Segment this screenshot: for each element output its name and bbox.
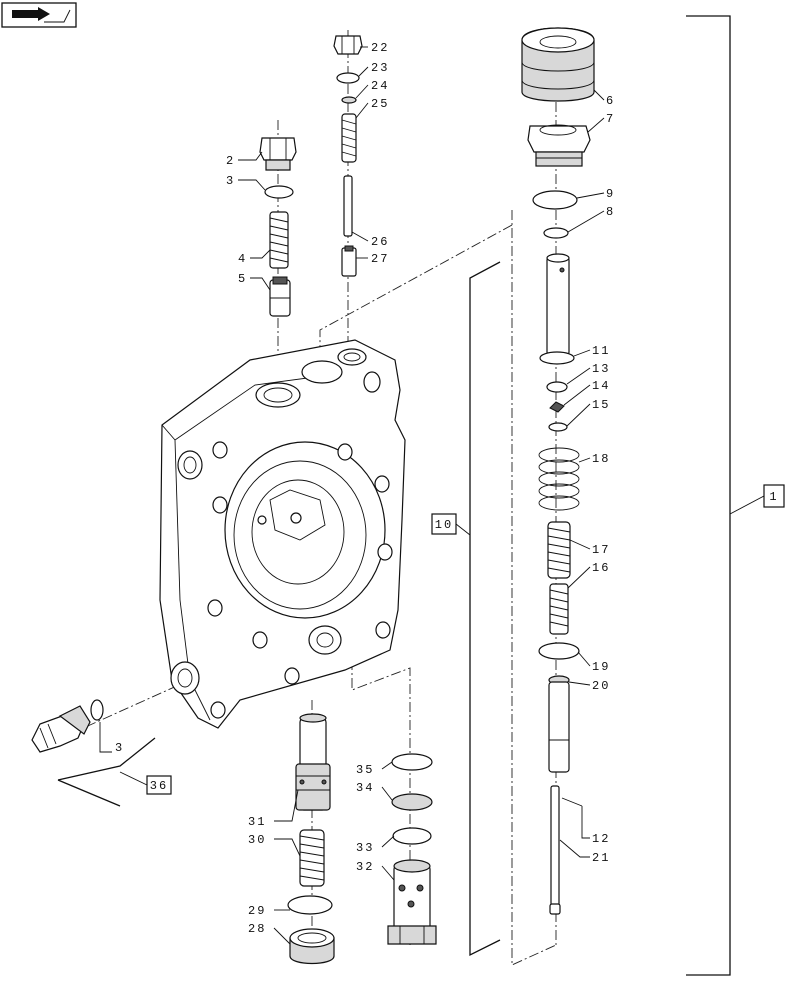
plug-22 bbox=[333, 35, 363, 55]
pin-12 bbox=[561, 797, 583, 807]
assembly-bracket-1 bbox=[686, 15, 765, 976]
callout-c6: 6 bbox=[606, 94, 615, 108]
spring-4 bbox=[269, 211, 289, 269]
callout-c19: 19 bbox=[592, 660, 610, 674]
boxed-callout-b36: 36 bbox=[150, 779, 168, 793]
washer-15 bbox=[548, 422, 568, 432]
o-ring-8 bbox=[543, 227, 569, 239]
sleeve-32 bbox=[387, 859, 437, 945]
boxed-callout-b10: 10 bbox=[435, 518, 453, 532]
callout-c27: 27 bbox=[371, 252, 389, 266]
callout-c31: 31 bbox=[248, 815, 266, 829]
pin-26 bbox=[343, 175, 353, 237]
callout-c30: 30 bbox=[248, 833, 266, 847]
o-ring-3b bbox=[90, 699, 104, 721]
fitting-36 bbox=[31, 705, 91, 753]
callout-c14: 14 bbox=[592, 379, 610, 393]
callout-c16: 16 bbox=[592, 561, 610, 575]
cap-28 bbox=[289, 928, 335, 965]
callout-c34: 34 bbox=[356, 781, 374, 795]
callout-c2: 2 bbox=[226, 154, 235, 168]
o-ring-33 bbox=[392, 827, 432, 845]
spool-31 bbox=[295, 713, 331, 811]
callout-c23: 23 bbox=[371, 61, 389, 75]
ring-34 bbox=[391, 793, 433, 811]
o-ring-3 bbox=[264, 185, 294, 199]
boxed-callout-labels: 1 10 36 bbox=[146, 484, 785, 795]
callout-c3b: 3 bbox=[115, 741, 124, 755]
callout-c9: 9 bbox=[606, 187, 615, 201]
plug-2 bbox=[259, 137, 297, 171]
washer-24 bbox=[341, 96, 357, 104]
seat-27 bbox=[341, 245, 357, 277]
spring-30 bbox=[299, 829, 325, 887]
o-ring-23 bbox=[336, 72, 360, 84]
spring-16 bbox=[549, 583, 569, 635]
callout-c11: 11 bbox=[592, 344, 610, 358]
callout-c15: 15 bbox=[592, 398, 610, 412]
boxed-callout-frame-b1 bbox=[763, 484, 785, 508]
callout-c21: 21 bbox=[592, 851, 610, 865]
callout-c3a: 3 bbox=[226, 174, 235, 188]
callout-c33: 33 bbox=[356, 841, 374, 855]
valve-housing bbox=[159, 339, 406, 729]
boxed-callout-frame-b36 bbox=[146, 775, 172, 795]
callout-c28: 28 bbox=[248, 922, 266, 936]
spring-17 bbox=[547, 521, 571, 579]
ring-13 bbox=[546, 381, 568, 393]
callout-labels: 2345222324252627679811131415181716192012… bbox=[115, 41, 615, 936]
callout-c12: 12 bbox=[592, 832, 610, 846]
spring-25 bbox=[341, 113, 357, 163]
boxed-callout-frame-b10 bbox=[431, 513, 457, 535]
callout-c8: 8 bbox=[606, 205, 615, 219]
callout-c18: 18 bbox=[592, 452, 610, 466]
o-ring-9 bbox=[532, 190, 578, 210]
stem-11 bbox=[539, 253, 575, 365]
leader-lines bbox=[238, 46, 605, 945]
callout-c25: 25 bbox=[371, 97, 389, 111]
spring-18 bbox=[538, 447, 580, 511]
o-ring-35 bbox=[391, 753, 433, 771]
callout-c7: 7 bbox=[606, 112, 615, 126]
guide-20 bbox=[548, 675, 570, 773]
callout-c22: 22 bbox=[371, 41, 389, 55]
poppet-5 bbox=[269, 276, 291, 317]
callout-c5: 5 bbox=[238, 272, 247, 286]
callout-c24: 24 bbox=[371, 79, 389, 93]
callout-c35: 35 bbox=[356, 763, 374, 777]
washer-19 bbox=[538, 642, 580, 660]
plug-7 bbox=[527, 124, 591, 167]
callout-c29: 29 bbox=[248, 904, 266, 918]
callout-c4: 4 bbox=[238, 252, 247, 266]
callout-c13: 13 bbox=[592, 362, 610, 376]
callout-c32: 32 bbox=[356, 860, 374, 874]
forward-arrow-icon[interactable] bbox=[1, 2, 77, 28]
callout-c26: 26 bbox=[371, 235, 389, 249]
assembly-bracket-36 bbox=[57, 737, 156, 807]
assembly-bracket-10 bbox=[455, 261, 501, 957]
boxed-callout-b1: 1 bbox=[769, 490, 778, 504]
callout-c20: 20 bbox=[592, 679, 610, 693]
callout-c17: 17 bbox=[592, 543, 610, 557]
o-ring-29 bbox=[287, 895, 333, 915]
cap-6 bbox=[521, 27, 595, 102]
rod-21 bbox=[549, 785, 561, 915]
clip-14 bbox=[549, 401, 565, 413]
